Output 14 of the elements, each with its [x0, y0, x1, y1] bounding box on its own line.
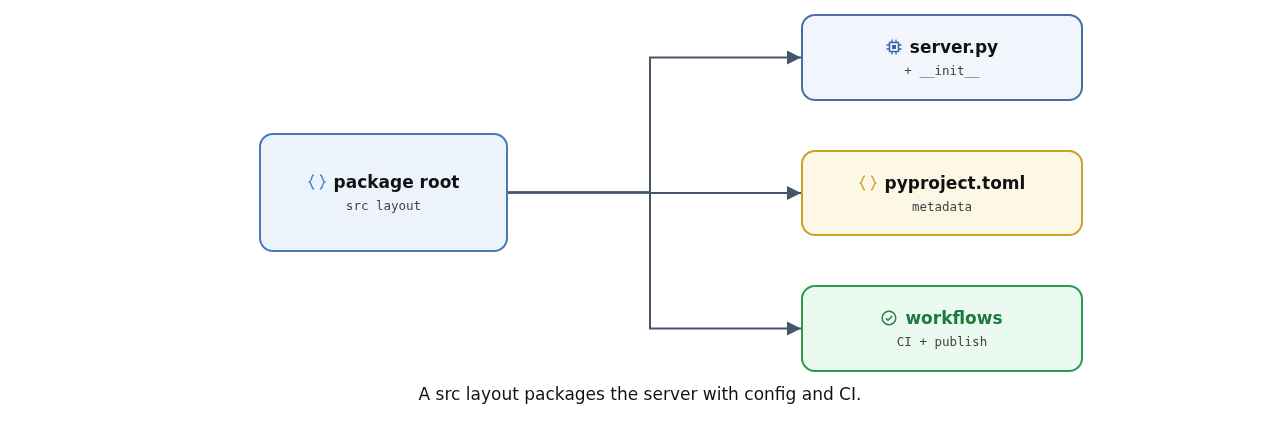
node-subtitle: src layout [345, 198, 422, 213]
node-title: workflows [905, 308, 1003, 328]
node-box [259, 133, 508, 252]
node-title: package root [333, 172, 460, 192]
node-box [801, 14, 1083, 101]
node-subtitle: CI + publish [896, 334, 988, 349]
caption: A src layout packages the server with config and CI. [418, 384, 862, 404]
node-subtitle: metadata [911, 198, 973, 214]
node-title: pyproject.toml [884, 172, 1026, 193]
node-title: server.py [909, 37, 999, 57]
connector-arrow [507, 191, 802, 336]
node-subtitle: + __init__ [904, 63, 980, 78]
node-box [801, 285, 1083, 372]
node-box [801, 150, 1083, 236]
